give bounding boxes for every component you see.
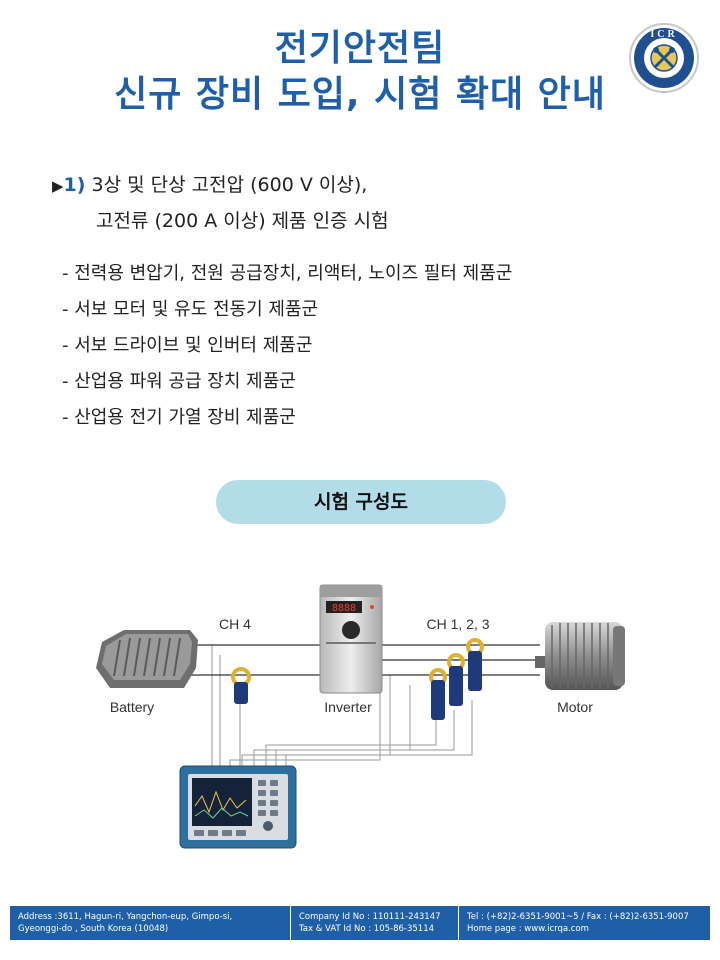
company-id: Company Id No : 110111-243147 xyxy=(299,912,441,922)
diagram-title-pill: 시험 구성도 xyxy=(216,480,506,524)
list-item: - 산업용 파워 공급 장치 제품군 xyxy=(62,371,296,392)
tax-id: Tax & VAT Id No : 105-86-35114 xyxy=(299,924,435,934)
list-item: - 산업용 전기 가열 장비 제품군 xyxy=(62,407,296,428)
title-line-1: 전기안전팀 xyxy=(274,28,446,69)
test-setup-diagram: Battery CH 4 8888 Inverter CH 1, 2, 3 xyxy=(96,584,625,849)
battery-label: Battery xyxy=(110,699,154,715)
icr-logo: ICR xyxy=(629,23,699,93)
motor-image xyxy=(535,622,625,690)
section-line-2: 고전류 (200 A 이상) 제품 인증 시험 xyxy=(96,210,389,232)
address-line-1: Address :3611, Hagun-ri, Yangchon-eup, G… xyxy=(18,912,233,922)
footer-bar: Address :3611, Hagun-ri, Yangchon-eup, G… xyxy=(10,906,710,940)
inverter-label: Inverter xyxy=(324,699,372,715)
power-analyzer-image xyxy=(179,765,297,849)
inverter-image: 8888 xyxy=(319,584,383,694)
page-title: 전기안전팀 신규 장비 도입, 시험 확대 안내 xyxy=(0,26,720,118)
address-line-2: Gyeonggi-do , South Korea (10048) xyxy=(18,924,169,934)
clamp-probes-ch123 xyxy=(429,638,484,720)
section-heading: ▶1) 3상 및 단상 고전압 (600 V 이상), xyxy=(52,170,367,197)
footer-contact: Tel : (+82)2-6351-9001~5 / Fax : (+82)2-… xyxy=(458,906,710,940)
list-item: - 전력용 변압기, 전원 공급장치, 리액터, 노이즈 필터 제품군 xyxy=(62,263,513,284)
tel-fax: Tel : (+82)2-6351-9001~5 / Fax : (+82)2-… xyxy=(467,912,689,922)
play-arrow-icon: ▶ xyxy=(52,177,64,195)
section-line-1: 3상 및 단상 고전압 (600 V 이상), xyxy=(91,174,368,196)
section-number: 1) xyxy=(63,174,86,196)
homepage-link[interactable]: Home page : www.icrqa.com xyxy=(467,924,589,934)
motor-label: Motor xyxy=(557,699,593,715)
footer-address: Address :3611, Hagun-ri, Yangchon-eup, G… xyxy=(10,906,290,940)
list-item: - 서보 드라이브 및 인버터 제품군 xyxy=(62,335,313,356)
clamp-probe-ch4 xyxy=(231,667,251,704)
ch4-label: CH 4 xyxy=(219,616,251,632)
list-item: - 서보 모터 및 유도 전동기 제품군 xyxy=(62,299,319,320)
signal-wires xyxy=(211,645,473,770)
battery-image xyxy=(96,630,198,688)
ch123-label: CH 1, 2, 3 xyxy=(426,616,489,632)
product-list: - 전력용 변압기, 전원 공급장치, 리액터, 노이즈 필터 제품군 - 서보… xyxy=(62,256,512,436)
title-line-2: 신규 장비 도입, 시험 확대 안내 xyxy=(114,74,606,115)
footer-company-ids: Company Id No : 110111-243147 Tax & VAT … xyxy=(290,906,458,940)
inverter-display: 8888 xyxy=(332,603,356,614)
logo-text: ICR xyxy=(650,29,677,40)
